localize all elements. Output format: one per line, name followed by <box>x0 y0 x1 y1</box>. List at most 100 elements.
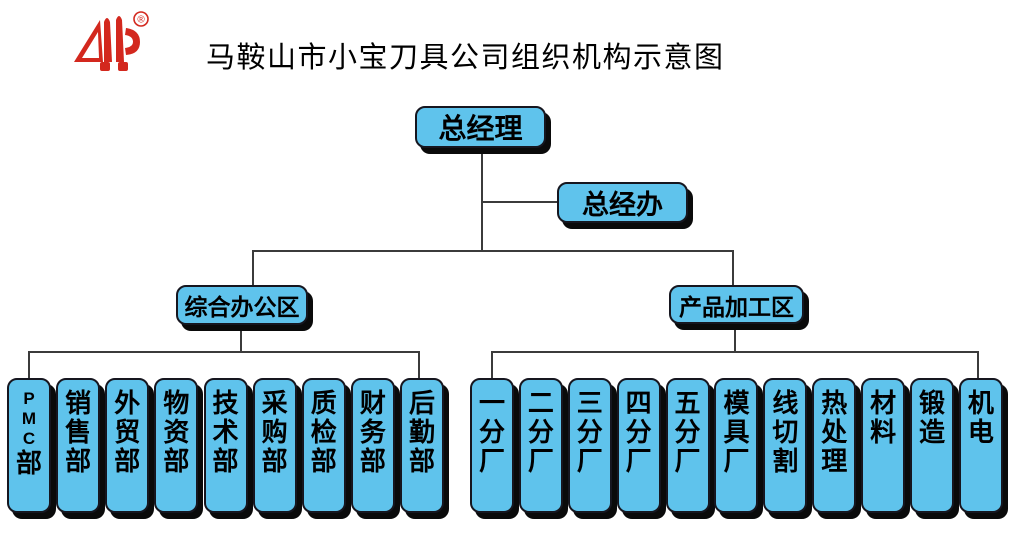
department-label-char: 分 <box>527 417 554 447</box>
department-box: 技术部 <box>203 378 248 513</box>
department-box: 物资部 <box>154 378 199 513</box>
department-label-char: 材 <box>870 388 897 418</box>
department-label-char: 财 <box>359 388 386 418</box>
department-label-char: 锻 <box>919 388 946 418</box>
department-label-char: 务 <box>359 417 386 447</box>
department-box: 二分厂 <box>518 378 563 513</box>
department-label-char: 电 <box>967 417 994 447</box>
connector-line <box>252 250 734 252</box>
department-box: 热处理 <box>812 378 857 513</box>
department-label-char: 售 <box>65 417 92 447</box>
department-label-char: 线 <box>772 388 799 418</box>
department-box: 材料 <box>861 378 906 513</box>
department-label-char: 质 <box>310 388 337 418</box>
connector-line <box>252 250 254 287</box>
department-label-char: 厂 <box>527 446 554 476</box>
department-label-char: 造 <box>919 417 946 447</box>
registered-mark: ® <box>137 15 145 26</box>
department-label-char: 技 <box>212 388 239 418</box>
department-label-char: 理 <box>821 446 848 476</box>
department-box: 质检部 <box>301 378 346 513</box>
department-label-char: 后 <box>408 388 435 418</box>
connector-line <box>734 322 736 352</box>
department-label-char: 术 <box>212 417 239 447</box>
department-label-char: 外 <box>114 388 141 418</box>
department-label-char: 部 <box>15 448 42 478</box>
connector-line <box>28 351 30 378</box>
department-label-char: 分 <box>625 417 652 447</box>
general-manager-box: 总经理 <box>415 106 546 148</box>
general-manager-office-box: 总经办 <box>557 182 688 223</box>
department-label-char: 厂 <box>478 446 505 476</box>
department-label-char: 部 <box>261 446 288 476</box>
connector-line <box>481 201 559 203</box>
department-label-char: 切 <box>772 417 799 447</box>
department-label-char: 部 <box>65 446 92 476</box>
department-label-char: 部 <box>114 446 141 476</box>
department-label-char: 部 <box>408 446 435 476</box>
department-box: 线切割 <box>763 378 808 513</box>
department-box: 四分厂 <box>616 378 661 513</box>
department-label-char: 处 <box>821 417 848 447</box>
department-label-char: 厂 <box>723 446 750 476</box>
department-box: 机电 <box>958 378 1003 513</box>
department-label-char: 部 <box>359 446 386 476</box>
department-label-char: 贸 <box>114 417 141 447</box>
department-label-char: 四 <box>625 388 652 418</box>
department-label-char: 模 <box>723 388 750 418</box>
department-label-char: 机 <box>967 388 994 418</box>
department-label-char: 部 <box>310 446 337 476</box>
department-label-char: 三 <box>576 388 603 418</box>
department-label-char: P <box>23 389 35 408</box>
department-label-char: 厂 <box>674 446 701 476</box>
department-label-char: 料 <box>870 417 897 447</box>
division-box-comprehensive-office: 综合办公区 <box>176 285 308 325</box>
connector-line <box>732 250 734 287</box>
department-label-char: 二 <box>527 388 554 418</box>
department-label-char: 资 <box>163 417 190 447</box>
connector-line <box>481 148 483 252</box>
department-label-char: 热 <box>821 388 848 418</box>
department-label-char: 部 <box>212 446 239 476</box>
department-label-char: 厂 <box>576 446 603 476</box>
department-box: 销售部 <box>56 378 101 513</box>
department-box: 锻造 <box>910 378 955 513</box>
department-label-char: 具 <box>723 417 750 447</box>
company-logo-icon: ® <box>74 11 149 71</box>
department-box: 一分厂 <box>470 378 514 513</box>
department-box: 模具厂 <box>714 378 759 513</box>
department-box: 三分厂 <box>567 378 612 513</box>
department-label-char: 分 <box>674 417 701 447</box>
connector-line <box>491 351 493 378</box>
department-label-char: 购 <box>261 417 288 447</box>
department-label-char: 物 <box>163 388 190 418</box>
department-box: 财务部 <box>350 378 395 513</box>
department-box: 采购部 <box>252 378 297 513</box>
department-label-char: 厂 <box>625 446 652 476</box>
department-row-product-processing: 一分厂二分厂三分厂四分厂五分厂模具厂线切割热处理材料锻造机电 <box>470 378 1003 513</box>
department-label-char: 五 <box>674 388 701 418</box>
department-label-char: 分 <box>478 417 505 447</box>
connector-line <box>28 351 420 353</box>
department-label-char: 部 <box>163 446 190 476</box>
department-label-char: 勤 <box>408 417 435 447</box>
connector-line <box>418 351 420 378</box>
department-label-char: 销 <box>65 388 92 418</box>
department-label-char: 分 <box>576 417 603 447</box>
connector-line <box>977 351 979 378</box>
department-label-char: 一 <box>478 388 505 418</box>
department-box: 后勤部 <box>400 378 444 513</box>
connector-line <box>491 351 979 353</box>
division-box-product-processing: 产品加工区 <box>669 285 804 324</box>
connector-line <box>240 323 242 352</box>
chart-title: 马鞍山市小宝刀具公司组织机构示意图 <box>206 42 725 74</box>
department-label-char: 检 <box>310 417 337 447</box>
department-label-char: 割 <box>772 446 799 476</box>
department-box: 外贸部 <box>105 378 150 513</box>
department-label-char: C <box>22 429 36 448</box>
department-box: 五分厂 <box>665 378 710 513</box>
department-label-char: M <box>21 409 37 428</box>
